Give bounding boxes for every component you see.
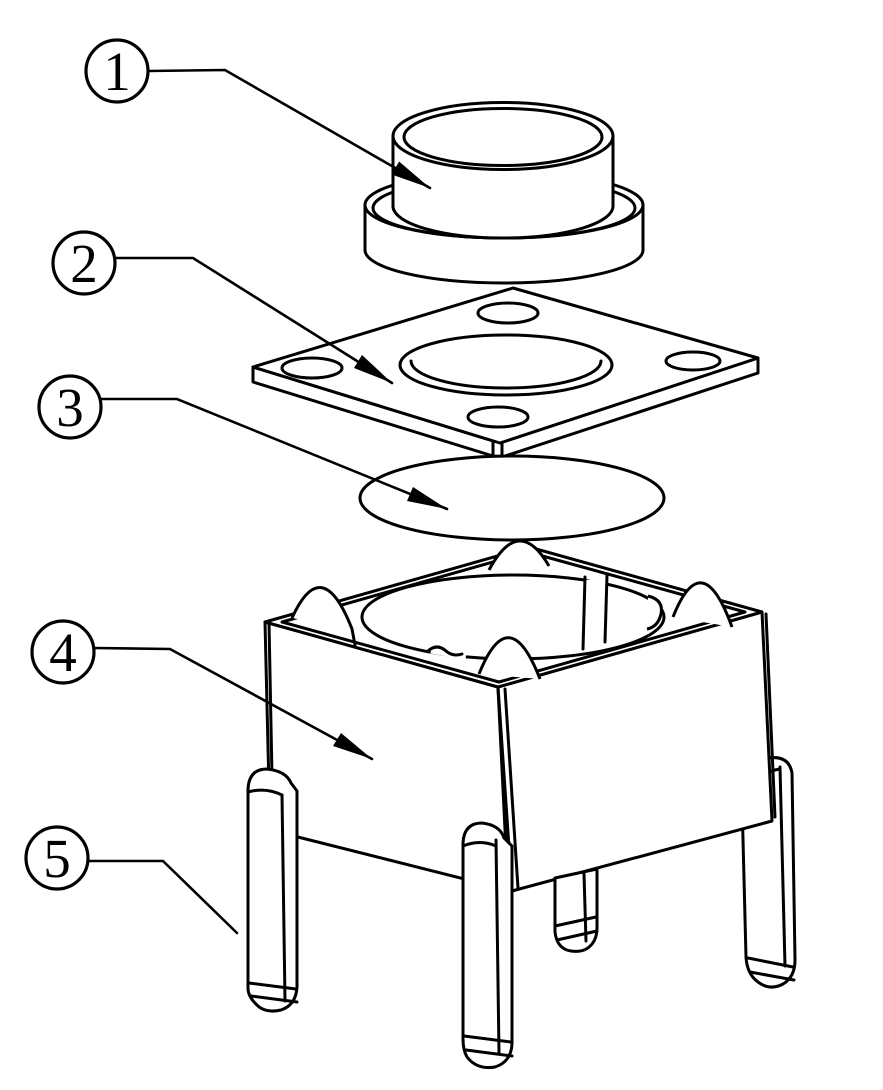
corner-dome-right <box>671 581 734 628</box>
cover-plate-drawing <box>251 286 760 459</box>
leader-arrow-2 <box>354 355 392 383</box>
corner-dome-left <box>290 586 354 630</box>
callout-label-2: 2 <box>70 233 98 294</box>
callout-3: 3 <box>37 374 449 511</box>
terminal-pin-front <box>461 821 514 1069</box>
terminal-pin-back <box>553 867 599 953</box>
callout-label-3: 3 <box>56 377 84 438</box>
callout-balloon-2 <box>51 230 117 296</box>
callout-1: 1 <box>84 38 432 190</box>
callout-label-4: 4 <box>49 622 77 683</box>
callout-balloon-1 <box>84 38 150 104</box>
callout-4: 4 <box>30 619 374 761</box>
callout-5: 5 <box>24 825 239 935</box>
button-cap-drawing <box>363 101 645 285</box>
leader-arrow-3 <box>407 487 447 509</box>
callout-label-5: 5 <box>43 828 71 889</box>
callout-balloon-4 <box>30 619 96 685</box>
leader-arrow-4 <box>333 733 372 759</box>
callout-2: 2 <box>51 230 394 385</box>
terminal-pin-left <box>246 767 299 1013</box>
corner-dome-front <box>477 636 542 680</box>
leader-arrow-1 <box>391 161 430 188</box>
corner-dome-back <box>487 539 551 571</box>
dome-disc-drawing <box>358 454 666 542</box>
callout-balloon-5 <box>24 825 90 891</box>
callout-balloon-3 <box>37 374 103 440</box>
base-housing-drawing <box>263 539 777 893</box>
callout-label-1: 1 <box>103 41 131 102</box>
